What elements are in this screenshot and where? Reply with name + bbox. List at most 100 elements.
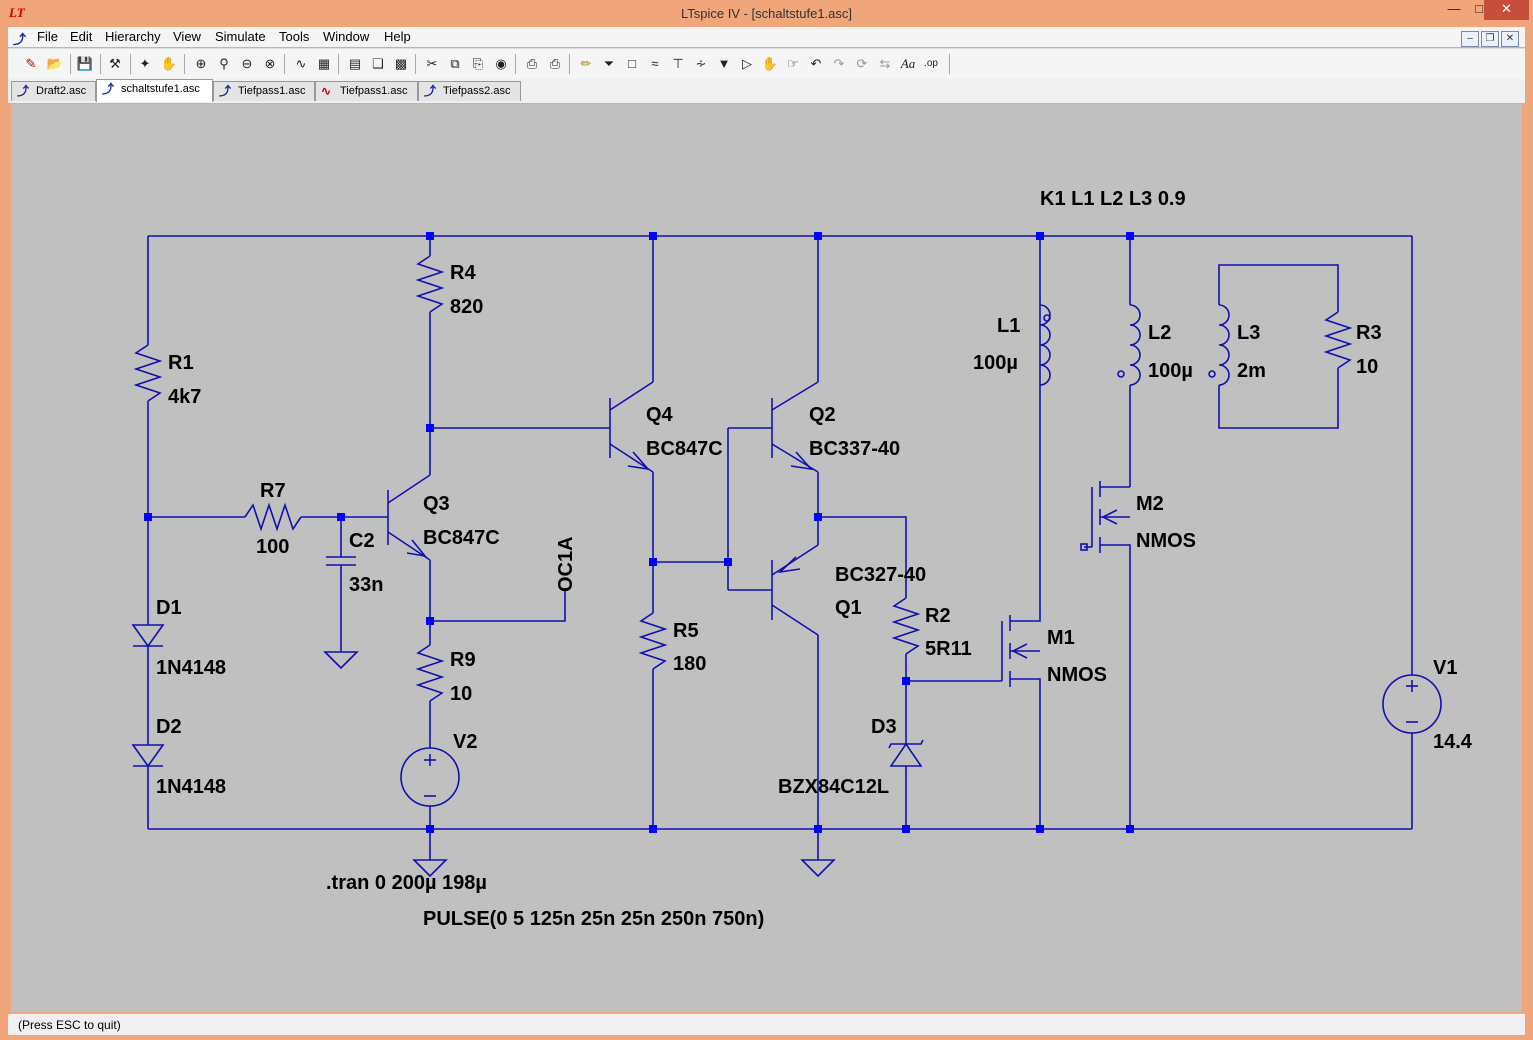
wire-icon[interactable]: ✏ — [580, 56, 592, 71]
v1-name: V1 — [1433, 657, 1457, 679]
q1-value[interactable]: BC327-40 — [835, 564, 926, 586]
zoom-in-icon[interactable]: ⊕ — [195, 56, 207, 71]
tab-tiefpass2[interactable]: ⤴Tiefpass2.asc — [418, 81, 521, 101]
capacitor-icon[interactable]: ⊤ — [672, 56, 684, 71]
diode-icon[interactable]: ▼ — [717, 56, 731, 71]
menu-tools[interactable]: Tools — [279, 29, 310, 44]
menu-simulate[interactable]: Simulate — [215, 29, 266, 44]
d3-name: D3 — [871, 716, 897, 738]
copy-icon[interactable]: ⧉ — [450, 56, 460, 71]
l3-name: L3 — [1237, 322, 1260, 344]
l2-symbol — [1129, 304, 1141, 386]
r9-name: R9 — [450, 649, 476, 671]
minimize-button[interactable]: — — [1447, 1, 1461, 16]
cascade-icon[interactable]: ❏ — [372, 56, 384, 71]
junction — [426, 825, 434, 833]
r9-value[interactable]: 10 — [450, 683, 472, 705]
r3-value[interactable]: 10 — [1356, 356, 1378, 378]
find-icon[interactable]: ◉ — [495, 56, 507, 71]
resistor-icon[interactable]: ≈ — [651, 56, 659, 71]
undo-icon[interactable]: ↶ — [810, 56, 822, 71]
mdi-close-button[interactable]: ✕ — [1501, 31, 1519, 47]
schematic-canvas[interactable]: K1 L1 L2 L3 0.9 R4 820 R1 4k7 R7 100 C2 … — [11, 104, 1522, 1012]
menu-window[interactable]: Window — [323, 29, 370, 44]
zoom-fit-icon[interactable]: ⊗ — [264, 56, 276, 71]
menu-file[interactable]: File — [37, 29, 58, 44]
text-icon[interactable]: Aa — [900, 56, 916, 71]
v2-pulse-value[interactable]: PULSE(0 5 125n 25n 25n 250n 750n) — [423, 908, 764, 930]
autorange-icon[interactable]: ∿ — [295, 56, 307, 71]
r2-name: R2 — [925, 605, 951, 627]
tab-schaltstufe1[interactable]: ⤴schaltstufe1.asc — [96, 79, 213, 102]
q3-value[interactable]: BC847C — [423, 527, 500, 549]
v1-value[interactable]: 14.4 — [1433, 731, 1473, 753]
m2-value[interactable]: NMOS — [1136, 530, 1196, 552]
pan-icon[interactable]: ⚲ — [219, 56, 229, 71]
junction — [1036, 232, 1044, 240]
mdi-minimize-button[interactable]: – — [1461, 31, 1479, 47]
r1-value[interactable]: 4k7 — [168, 386, 201, 408]
l1-value[interactable]: 100µ — [973, 352, 1018, 374]
redo-icon[interactable]: ↷ — [833, 56, 845, 71]
run-icon[interactable]: ✦ — [139, 56, 151, 71]
r3-symbol — [1323, 311, 1353, 369]
paste-icon[interactable]: ⎘ — [472, 56, 484, 71]
tran-directive[interactable]: .tran 0 200µ 198µ — [326, 872, 487, 894]
ground-icon[interactable]: ⏷ — [603, 56, 615, 71]
maximize-button[interactable]: □ — [1475, 1, 1483, 16]
ground-symbol — [412, 859, 448, 878]
drag-icon[interactable]: ☞ — [787, 56, 799, 71]
d1-value[interactable]: 1N4148 — [156, 657, 226, 679]
move-icon[interactable]: ✋ — [761, 56, 779, 71]
menu-view[interactable]: View — [173, 29, 201, 44]
tab-draft2[interactable]: ⤴Draft2.asc — [11, 81, 96, 101]
tile-horizontal-icon[interactable]: ▤ — [348, 56, 362, 71]
l2-value[interactable]: 100µ — [1148, 360, 1193, 382]
menu-edit[interactable]: Edit — [70, 29, 93, 44]
print-icon[interactable]: ⎙ — [549, 56, 561, 71]
junction — [144, 513, 152, 521]
new-schematic-icon[interactable]: ✎ — [25, 56, 37, 71]
document-icon[interactable]: ⤴ — [13, 32, 27, 47]
r2-value[interactable]: 5R11 — [925, 638, 972, 660]
close-button[interactable]: ✕ — [1484, 0, 1529, 20]
oc1a-net-label[interactable]: OC1A — [555, 536, 577, 592]
mdi-restore-button[interactable]: ❐ — [1481, 31, 1499, 47]
label-net-icon[interactable]: □ — [628, 56, 636, 71]
grid-icon[interactable]: ▦ — [317, 56, 331, 71]
spice-directive-icon[interactable]: .op — [924, 58, 938, 69]
menu-help[interactable]: Help — [384, 29, 411, 44]
d2-value[interactable]: 1N4148 — [156, 776, 226, 798]
r1-symbol — [133, 344, 163, 402]
tab-tiefpass1-schematic[interactable]: ⤴Tiefpass1.asc — [213, 81, 315, 101]
schematic-icon: ⤴ — [17, 84, 30, 98]
r7-value[interactable]: 100 — [256, 536, 289, 558]
c2-value[interactable]: 33n — [349, 574, 383, 596]
junction — [1036, 825, 1044, 833]
tab-tiefpass1-waveform[interactable]: ∿Tiefpass1.asc — [315, 81, 418, 101]
r7-name: R7 — [260, 480, 286, 502]
coupling-directive[interactable]: K1 L1 L2 L3 0.9 — [1040, 188, 1186, 210]
inductor-icon[interactable]: ∻ — [695, 56, 707, 71]
rotate-icon[interactable]: ⟳ — [856, 56, 868, 71]
m1-value[interactable]: NMOS — [1047, 664, 1107, 686]
open-icon[interactable]: 📂 — [46, 56, 64, 71]
d3-value[interactable]: BZX84C12L — [778, 776, 889, 798]
halt-icon[interactable]: ✋ — [160, 56, 178, 71]
mirror-icon[interactable]: ⇆ — [879, 56, 891, 71]
schematic-drawing[interactable]: K1 L1 L2 L3 0.9 R4 820 R1 4k7 R7 100 C2 … — [11, 104, 1522, 1012]
save-icon[interactable]: 💾 — [76, 56, 94, 71]
print-setup-icon[interactable]: ⎙ — [526, 56, 538, 71]
l3-value[interactable]: 2m — [1237, 360, 1266, 382]
mdi-controls: –❐✕ — [1459, 29, 1519, 47]
control-panel-icon[interactable]: ⚒ — [109, 56, 121, 71]
r5-value[interactable]: 180 — [673, 653, 706, 675]
tile-vertical-icon[interactable]: ▩ — [394, 56, 408, 71]
zoom-out-icon[interactable]: ⊖ — [241, 56, 253, 71]
menu-hierarchy[interactable]: Hierarchy — [105, 29, 161, 44]
cut-icon[interactable]: ✂ — [426, 56, 438, 71]
q2-value[interactable]: BC337-40 — [809, 438, 900, 460]
q4-value[interactable]: BC847C — [646, 438, 723, 460]
component-icon[interactable]: ▷ — [742, 56, 752, 71]
r4-value[interactable]: 820 — [450, 296, 483, 318]
